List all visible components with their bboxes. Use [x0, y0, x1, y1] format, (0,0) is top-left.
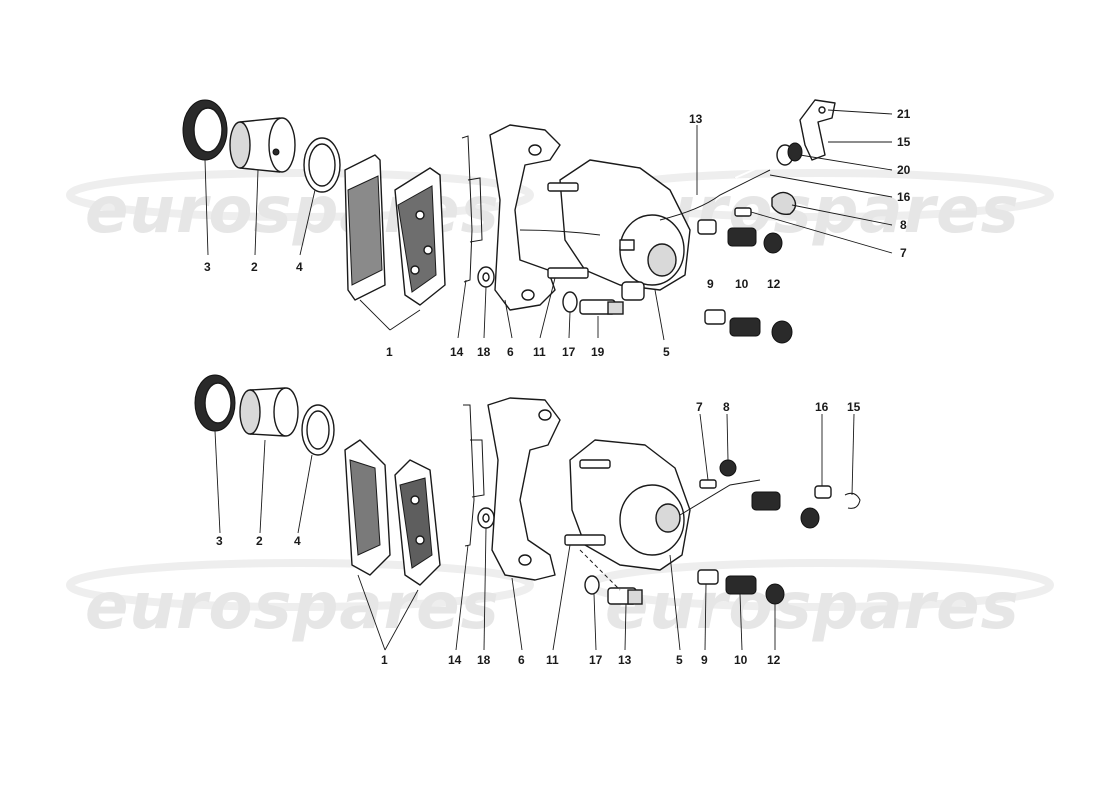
callout-3: 3	[216, 534, 223, 548]
brake-hose-part	[734, 142, 803, 179]
callout-8: 8	[900, 218, 907, 232]
bottom-callouts: 7 8 16 15 3 2 4 1 14 18 6 11 17 13 5 9 1…	[216, 400, 861, 667]
caliper-bracket-part	[489, 124, 561, 311]
hose-bracket-part	[799, 99, 836, 161]
callout-5: 5	[663, 345, 670, 359]
callout-10: 10	[734, 653, 748, 667]
callout-5: 5	[676, 653, 683, 667]
callout-6: 6	[507, 345, 514, 359]
callout-9: 9	[701, 653, 708, 667]
washer-part	[562, 291, 578, 313]
callout-11: 11	[546, 653, 559, 667]
callout-10: 10	[735, 277, 749, 291]
callout-13: 13	[689, 112, 703, 126]
callout-18: 18	[477, 345, 491, 359]
callout-9: 9	[707, 277, 714, 291]
watermark-text: eurospares	[605, 570, 1020, 644]
bleed-screw-part	[699, 479, 717, 489]
piston-part	[239, 387, 299, 437]
callout-16: 16	[815, 400, 829, 414]
dust-seal-part	[194, 374, 236, 432]
callout-7: 7	[900, 246, 907, 260]
caliper-body-part	[559, 159, 691, 301]
callout-18: 18	[477, 653, 491, 667]
callout-13: 13	[618, 653, 632, 667]
callout-19: 19	[591, 345, 605, 359]
seal-ring-part	[301, 404, 335, 456]
bolt-part	[564, 534, 643, 605]
bleed-screw-part	[734, 207, 752, 217]
brake-line-part	[519, 229, 601, 236]
callout-3: 3	[204, 260, 211, 274]
caliper-body-part	[569, 439, 691, 571]
fitting-part	[697, 219, 793, 344]
callout-7: 7	[696, 400, 703, 414]
bolt-part	[547, 182, 624, 315]
callout-4: 4	[296, 260, 303, 274]
callout-14: 14	[450, 345, 464, 359]
callout-17: 17	[562, 345, 576, 359]
watermark-layer: eurospares eurospares eurospares eurospa…	[66, 169, 1054, 644]
caliper-bracket-part	[487, 397, 561, 581]
brake-hose-part	[679, 479, 861, 516]
callout-16: 16	[897, 190, 911, 204]
washer-part	[477, 266, 495, 288]
callout-8: 8	[723, 400, 730, 414]
callout-15: 15	[897, 135, 911, 149]
callout-12: 12	[767, 653, 781, 667]
washer-part	[584, 575, 600, 595]
callout-1: 1	[386, 345, 393, 359]
dust-seal-part	[182, 99, 228, 161]
seal-ring-part	[303, 137, 341, 193]
callout-11: 11	[533, 345, 546, 359]
bottom-leader-lines	[214, 413, 855, 651]
callout-6: 6	[518, 653, 525, 667]
callout-17: 17	[589, 653, 603, 667]
brake-pad-part	[344, 154, 446, 306]
spring-clip-part	[461, 135, 483, 283]
piston-part	[229, 117, 296, 173]
top-leader-lines	[204, 109, 893, 341]
callout-21: 21	[897, 107, 911, 121]
brake-line-part	[659, 169, 771, 221]
callout-2: 2	[256, 534, 263, 548]
brake-pad-part	[344, 439, 441, 586]
clip-part	[719, 459, 737, 477]
callout-20: 20	[897, 163, 911, 177]
washer-part	[477, 507, 495, 529]
top-assembly	[182, 99, 836, 344]
top-callouts: 21 15 20 16 8 7 13 3 2 4 9 10 12 1 14 18…	[204, 107, 911, 359]
callout-1: 1	[381, 653, 388, 667]
watermark-text: eurospares	[85, 570, 500, 644]
callout-12: 12	[767, 277, 781, 291]
callout-15: 15	[847, 400, 861, 414]
callout-2: 2	[251, 260, 258, 274]
clip-part	[771, 191, 797, 216]
callout-14: 14	[448, 653, 462, 667]
fitting-part	[697, 491, 820, 605]
callout-4: 4	[294, 534, 301, 548]
bottom-assembly	[194, 374, 861, 605]
